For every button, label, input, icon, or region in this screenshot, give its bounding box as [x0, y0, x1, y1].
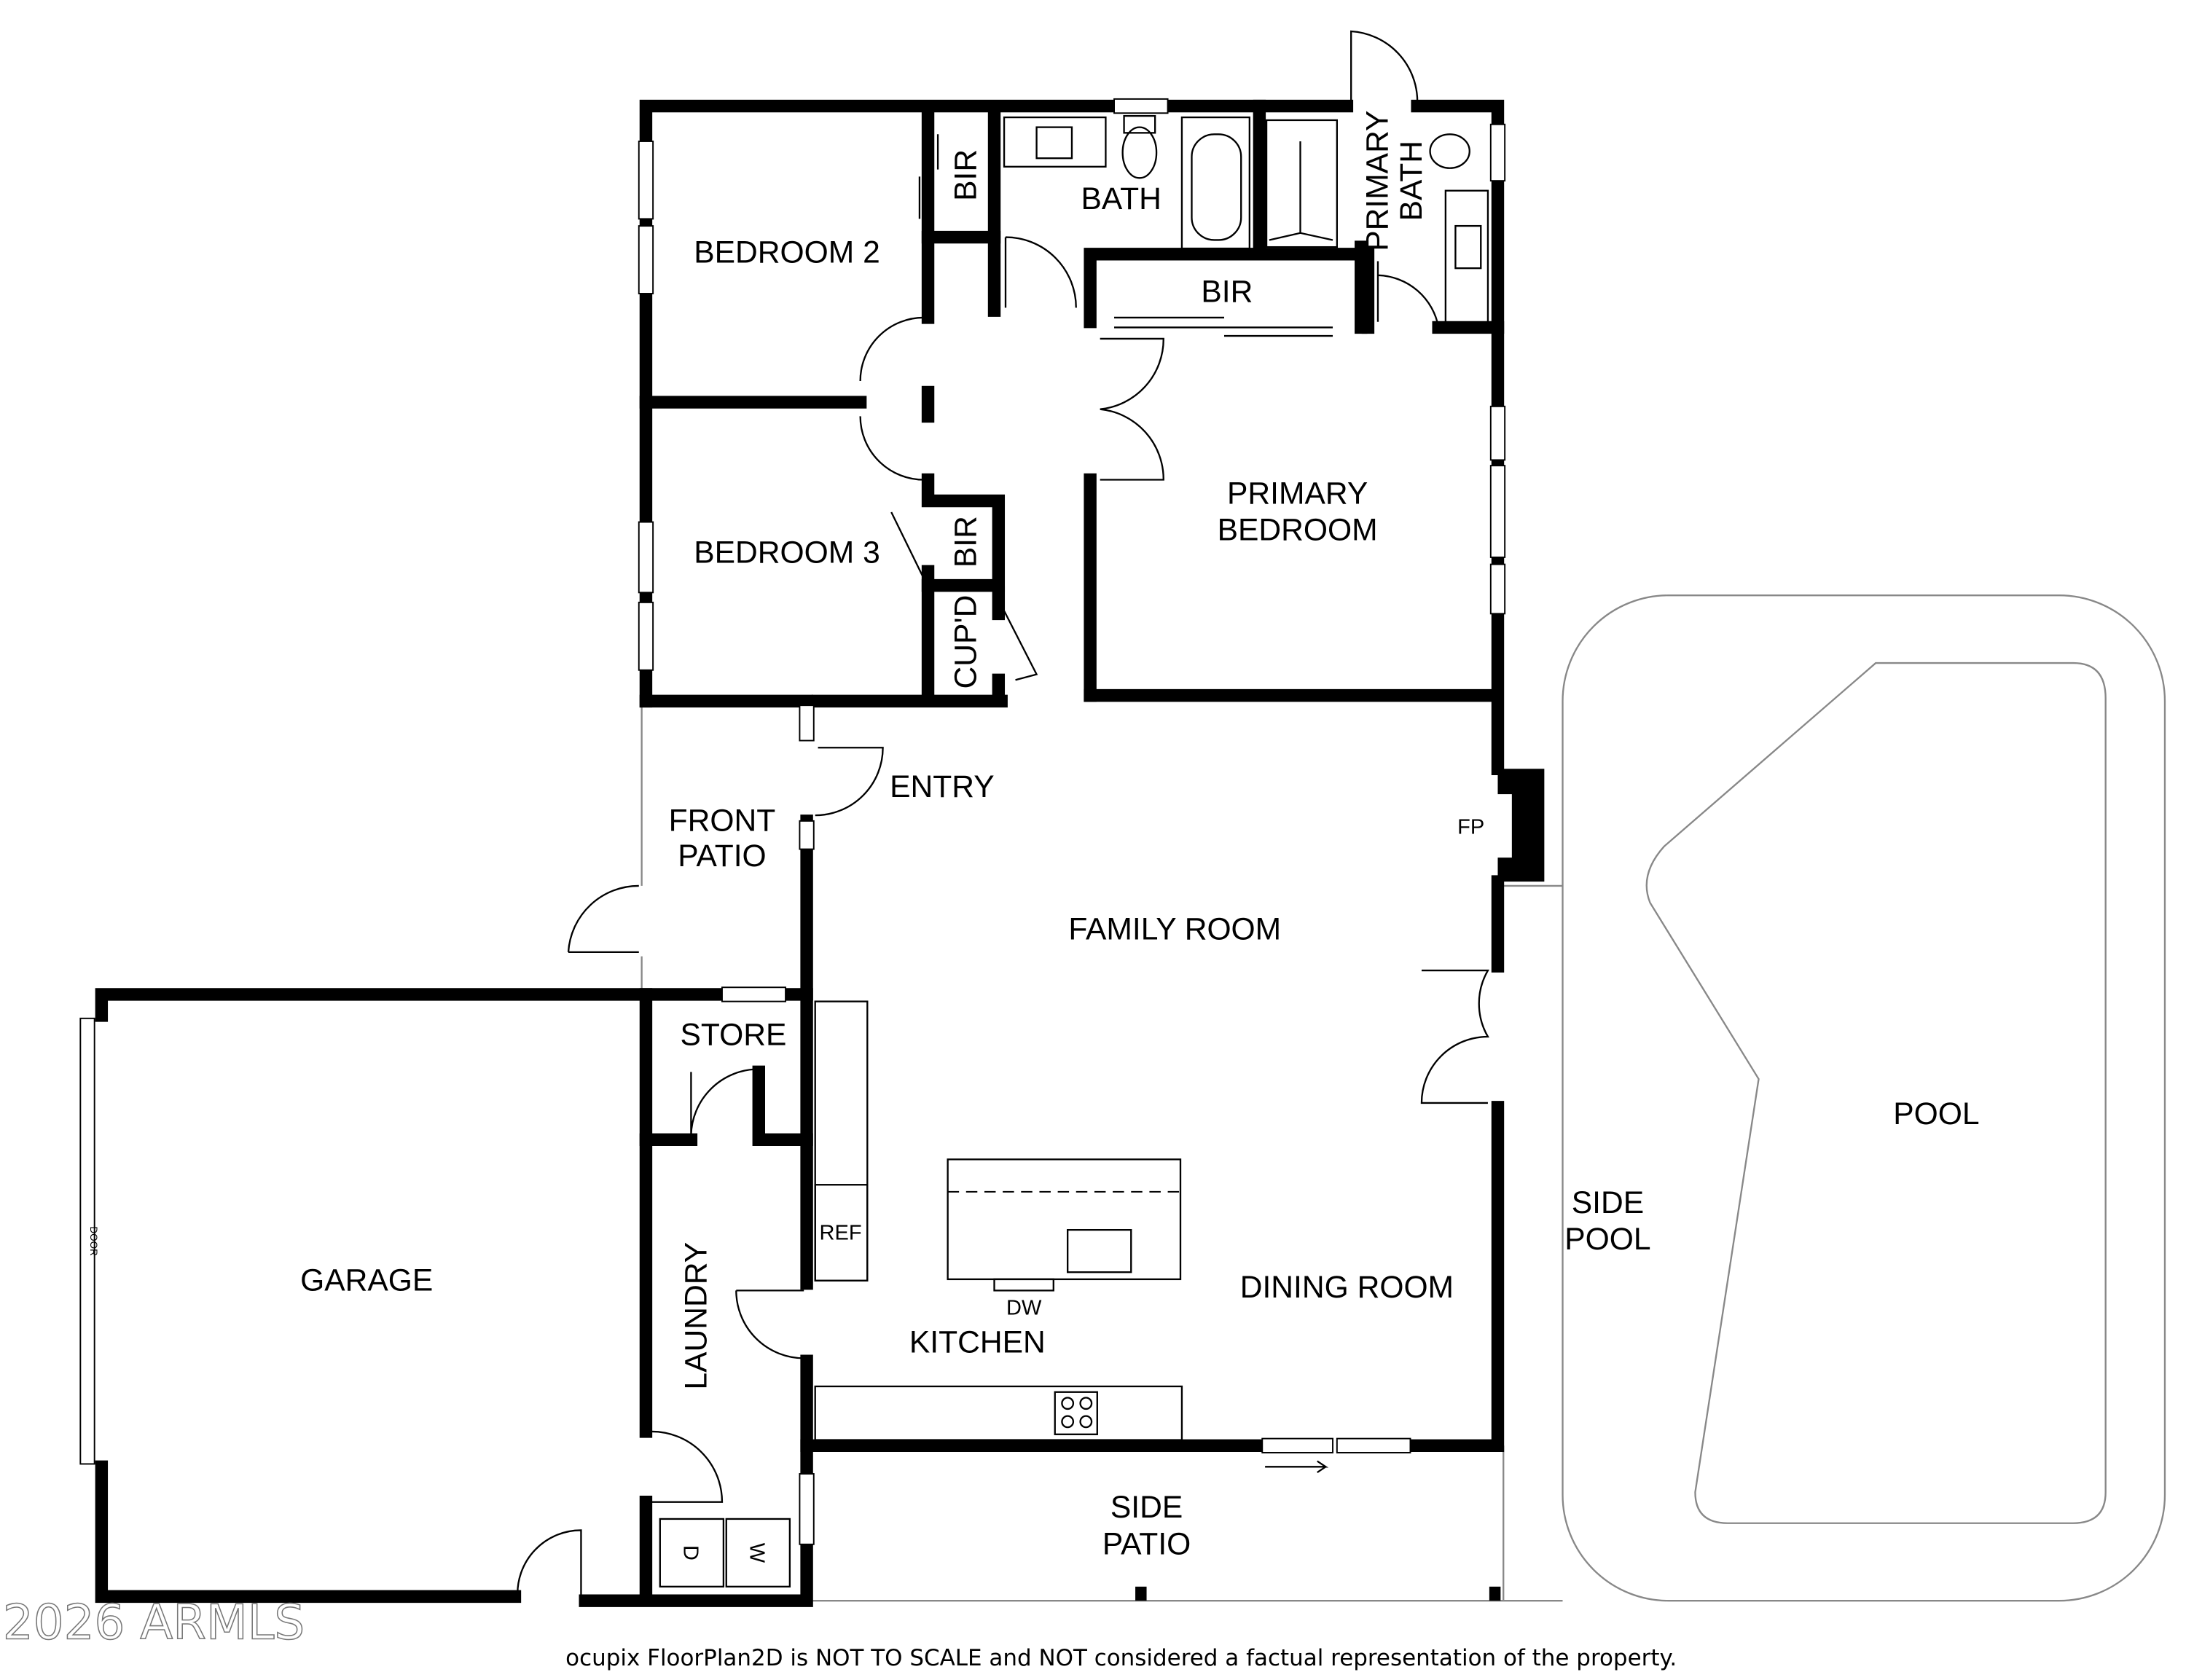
label-bir-bedroom-2: BIR — [948, 149, 983, 201]
label-dishwasher: DW — [1006, 1296, 1042, 1319]
label-primary-bedroom-2: BEDROOM — [1218, 513, 1378, 548]
label-store: STORE — [680, 1018, 786, 1053]
label-cupboard: CUP'D — [948, 595, 983, 689]
label-garage: GARAGE — [300, 1263, 433, 1298]
label-bedroom-3: BEDROOM 3 — [694, 535, 880, 570]
label-washer: W — [745, 1543, 769, 1563]
watermark: 2026 ARMLS — [3, 1594, 305, 1650]
label-pool: POOL — [1893, 1096, 1979, 1131]
label-bedroom-2: BEDROOM 2 — [694, 235, 880, 270]
label-primary-bath-1: PRIMARY — [1360, 111, 1395, 251]
label-primary-bedroom-1: PRIMARY — [1227, 476, 1368, 511]
label-family-room: FAMILY ROOM — [1068, 911, 1281, 946]
label-side-pool-1: SIDE — [1572, 1185, 1644, 1220]
fixtures — [659, 114, 1489, 1587]
label-entry: ENTRY — [890, 769, 995, 804]
label-bir-primary: BIR — [1201, 275, 1253, 310]
label-bath: BATH — [1081, 181, 1161, 216]
label-kitchen: KITCHEN — [909, 1325, 1046, 1360]
label-refrigerator: REF — [820, 1222, 862, 1245]
label-primary-bath-2: BATH — [1394, 141, 1429, 221]
label-fireplace: FP — [1457, 815, 1484, 839]
room-labels: BEDROOM 2 BEDROOM 3 BIR BIR CUP'D BATH B… — [88, 111, 1980, 1563]
patio-outlines — [640, 705, 1563, 1602]
label-laundry: LAUNDRY — [679, 1242, 714, 1390]
doors — [517, 30, 1489, 1597]
label-front-patio-1: FRONT — [669, 803, 776, 838]
label-dining-room: DINING ROOM — [1240, 1270, 1454, 1305]
label-bir-bedroom-3: BIR — [948, 516, 983, 568]
label-side-pool-2: POOL — [1564, 1222, 1650, 1257]
pool-area — [1562, 594, 2166, 1602]
disclaimer: ocupix FloorPlan2D is NOT TO SCALE and N… — [565, 1645, 1677, 1671]
walls — [95, 99, 1545, 1607]
label-front-patio-2: PATIO — [678, 839, 766, 874]
label-garage-door: DOOR — [88, 1226, 99, 1256]
windows — [79, 98, 1506, 1545]
label-side-patio-1: SIDE — [1110, 1490, 1183, 1525]
label-dryer: D — [679, 1545, 702, 1561]
label-side-patio-2: PATIO — [1102, 1526, 1191, 1561]
